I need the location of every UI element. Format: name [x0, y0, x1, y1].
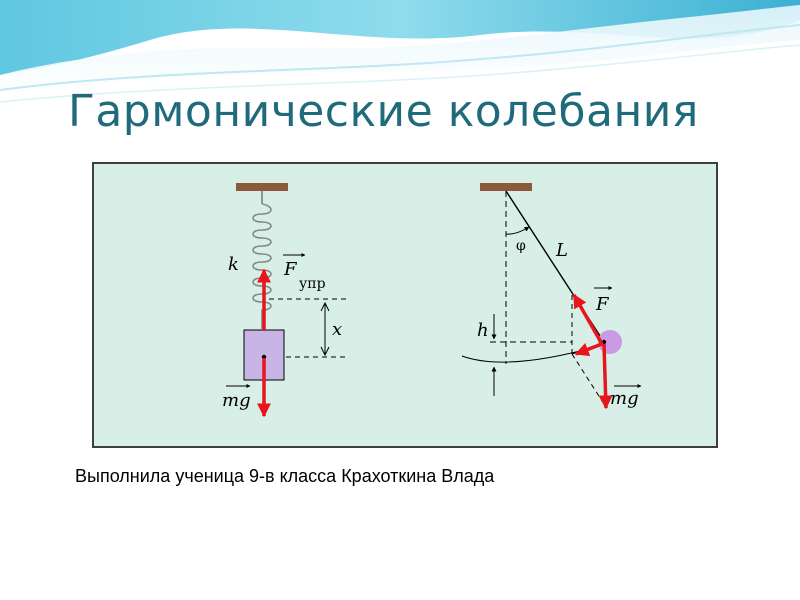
spring-coil — [252, 203, 272, 329]
length-label: L — [555, 240, 568, 261]
displacement-label: x — [332, 319, 342, 340]
spring-weight-label: mg — [222, 390, 251, 411]
pendulum-diagram: φ L h F m — [461, 183, 642, 410]
spring-ceiling — [236, 183, 288, 191]
pendulum-weight-arrow — [598, 343, 613, 410]
author-caption: Выполнила ученица 9-в класса Крахоткина … — [75, 466, 495, 486]
diagram-panel: k x F упр mg — [92, 162, 718, 448]
spring-constant-label: k — [228, 254, 239, 275]
angle-arc — [505, 226, 530, 235]
tangent-force-arrow — [574, 342, 603, 357]
pendulum-force-label: F — [595, 294, 610, 315]
elastic-force-subscript: упр — [299, 276, 326, 292]
height-label: h — [477, 320, 489, 341]
spring-diagram: k x F упр mg — [222, 183, 346, 418]
restoring-force-arrow — [572, 293, 604, 345]
pendulum-ceiling — [480, 183, 532, 191]
slide-title: Гармонические колебания — [68, 86, 699, 137]
pendulum-weight-label: mg — [610, 388, 639, 409]
header-wave-decoration — [0, 0, 800, 103]
elastic-force-symbol: F — [283, 259, 298, 280]
angle-label: φ — [516, 238, 526, 254]
